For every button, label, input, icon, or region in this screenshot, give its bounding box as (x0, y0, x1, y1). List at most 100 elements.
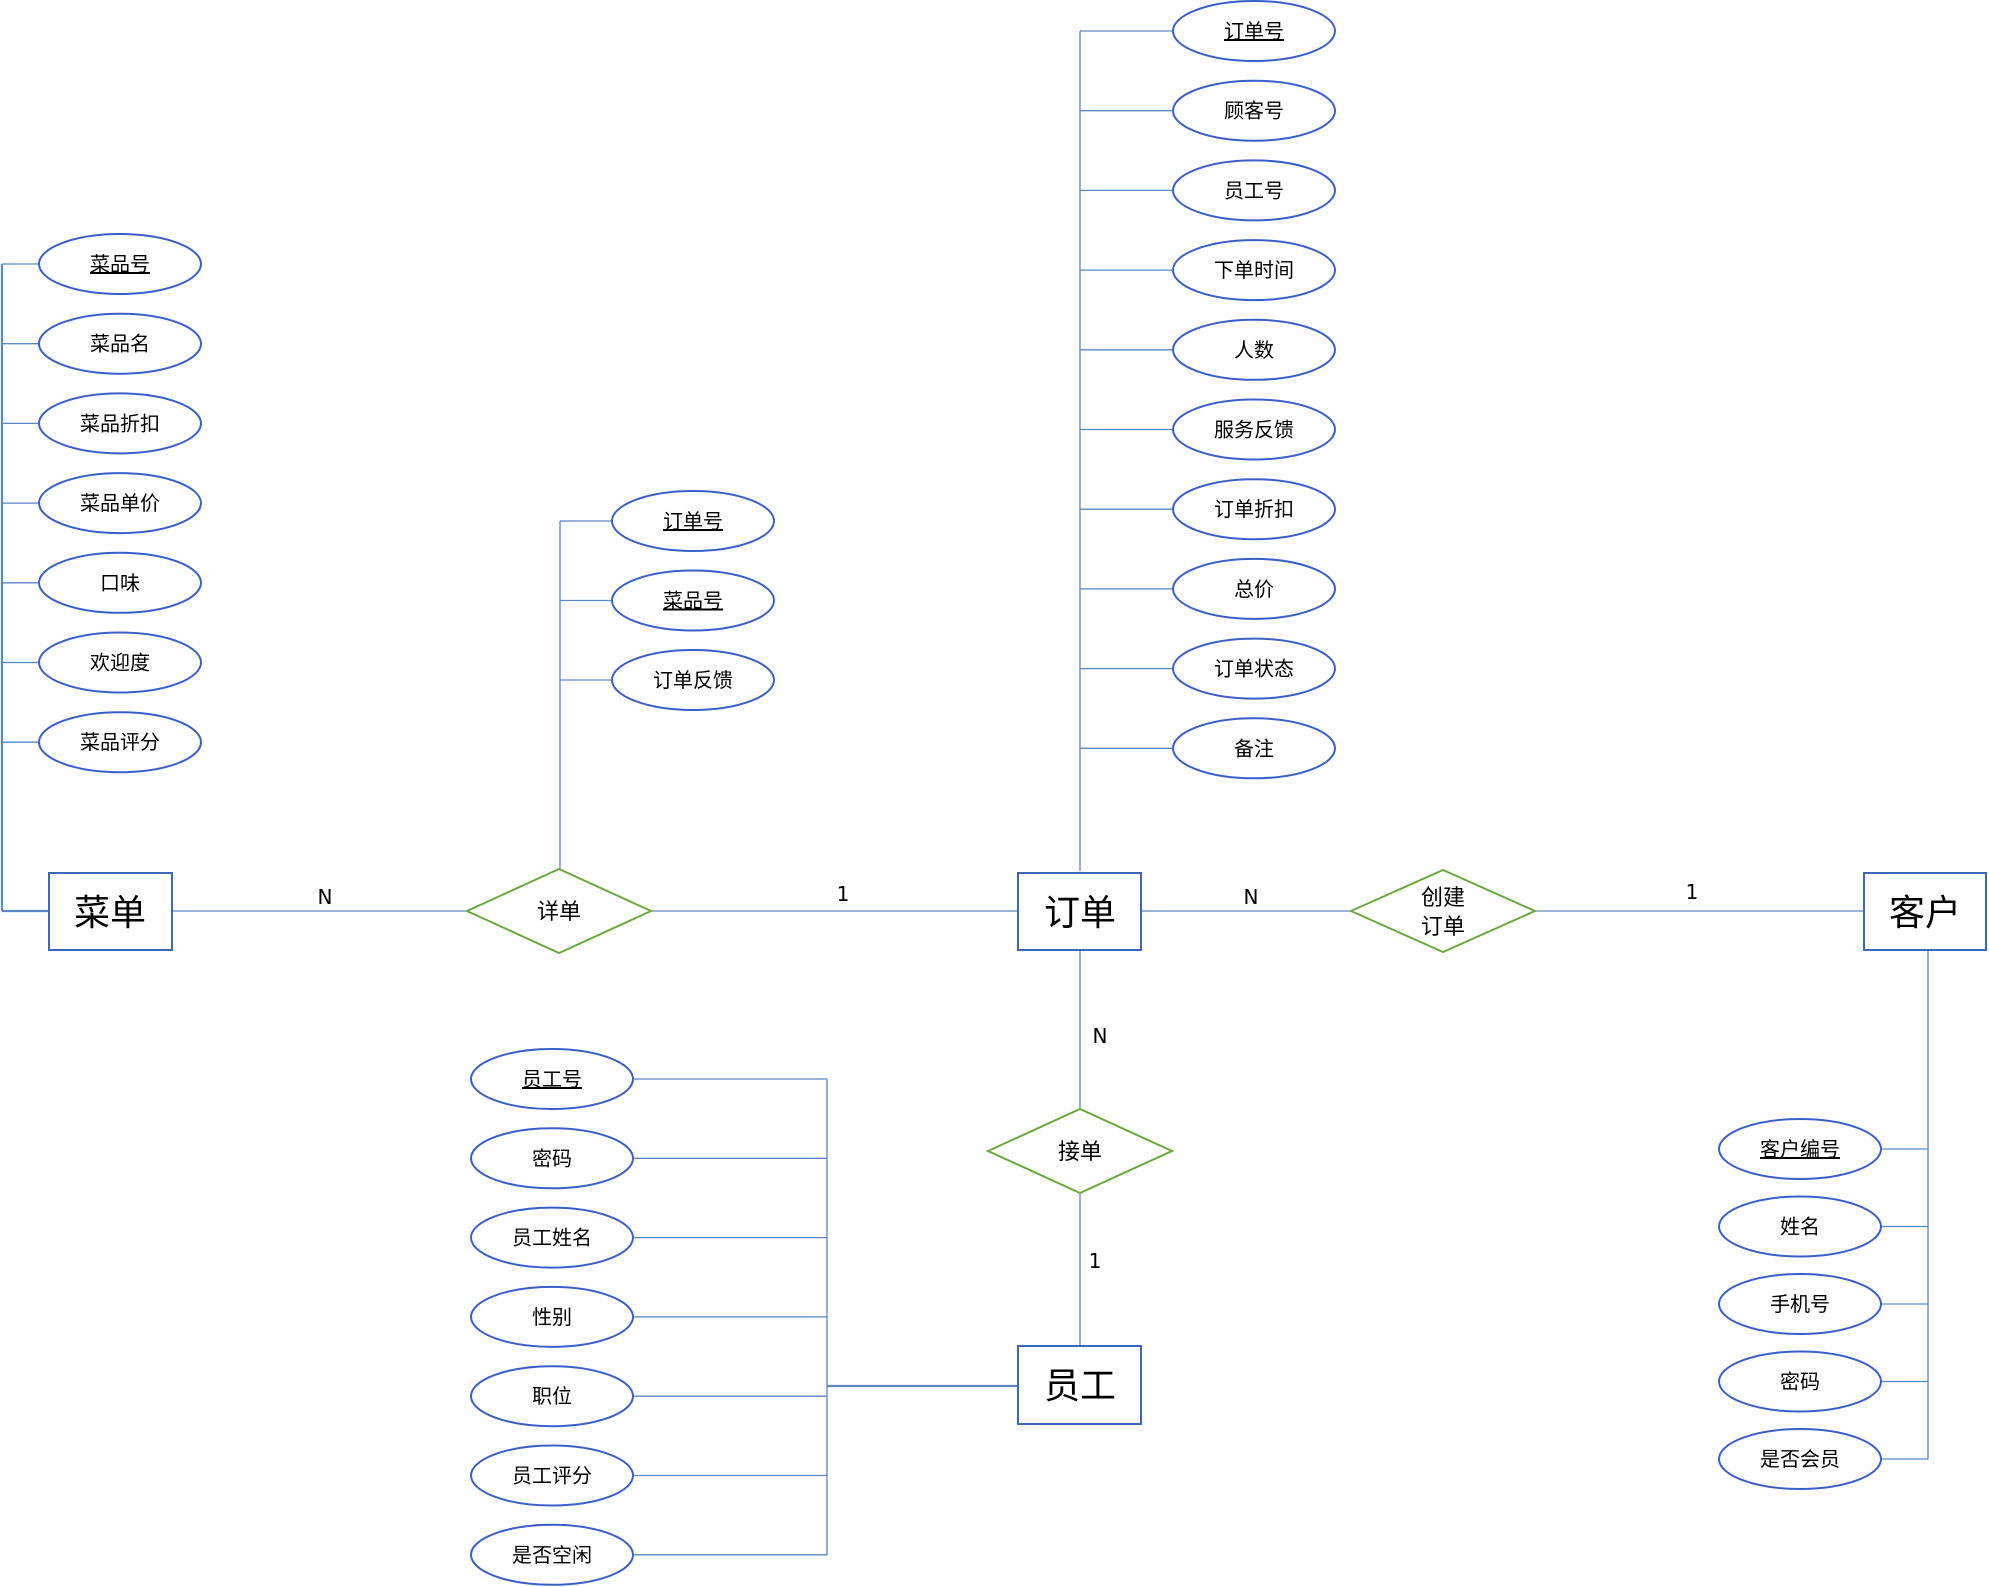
staff-attribute[interactable]: 性别 (470, 1285, 634, 1348)
menu-attribute-oval (38, 551, 202, 614)
order-attribute-oval (1172, 159, 1336, 222)
order-attribute-oval (1172, 318, 1336, 381)
detail-attribute-oval (611, 569, 775, 632)
menu-attribute-label: 菜品号 (90, 252, 150, 276)
relationship-create-order-label-1: 创建 (1421, 886, 1465, 911)
relationship-create-order-label-2: 订单 (1421, 915, 1465, 940)
detail-attribute-label: 订单反馈 (653, 668, 733, 692)
entity-order[interactable]: 订单 (1017, 872, 1142, 951)
customer-attribute[interactable]: 手机号 (1718, 1273, 1882, 1335)
customer-attribute-label: 姓名 (1780, 1215, 1820, 1239)
order-attribute[interactable]: 订单状态 (1172, 637, 1336, 700)
menu-attribute-oval (38, 711, 202, 774)
customer-attribute-label: 是否会员 (1760, 1447, 1840, 1471)
entity-customer[interactable]: 客户 (1863, 872, 1987, 951)
menu-attribute-label: 菜品名 (90, 332, 150, 356)
detail-attribute[interactable]: 菜品号 (611, 569, 775, 632)
staff-attribute-oval (470, 1285, 634, 1348)
relationship-detail-label: 详单 (537, 900, 581, 925)
staff-attribute[interactable]: 员工号 (470, 1048, 634, 1110)
menu-attribute[interactable]: 菜品评分 (38, 711, 202, 774)
detail-attribute-label: 菜品号 (663, 589, 723, 613)
order-attribute[interactable]: 人数 (1172, 318, 1336, 381)
staff-attribute[interactable]: 是否空闲 (470, 1523, 634, 1586)
order-attribute-oval (1172, 637, 1336, 700)
menu-attribute-oval (38, 233, 202, 295)
customer-attribute-oval (1718, 1428, 1882, 1490)
order-attribute-label: 订单状态 (1214, 657, 1294, 681)
staff-attribute-label: 密码 (532, 1146, 572, 1170)
menu-attribute-oval (38, 472, 202, 535)
staff-attribute-oval (470, 1048, 634, 1110)
order-attribute-label: 人数 (1234, 338, 1274, 362)
customer-attribute-label: 密码 (1780, 1370, 1820, 1394)
staff-attribute[interactable]: 员工姓名 (470, 1206, 634, 1269)
customer-attribute-label: 客户编号 (1760, 1137, 1840, 1161)
order-attribute-label: 订单号 (1224, 19, 1284, 43)
order-attribute[interactable]: 总价 (1172, 557, 1336, 620)
staff-attribute[interactable]: 职位 (470, 1365, 634, 1428)
menu-attribute-label: 欢迎度 (90, 651, 150, 675)
staff-attribute-label: 员工号 (522, 1067, 582, 1091)
menu-attribute-label: 口味 (100, 571, 140, 595)
relationship-detail[interactable]: 详单 (464, 867, 654, 955)
customer-attribute-oval (1718, 1273, 1882, 1335)
menu-attribute-label: 菜品评分 (80, 730, 160, 754)
customer-attribute[interactable]: 客户编号 (1718, 1118, 1882, 1180)
customer-attribute[interactable]: 姓名 (1718, 1195, 1882, 1258)
detail-attribute[interactable]: 订单反馈 (611, 649, 775, 711)
cardinality-take-staff: 1 (1089, 1249, 1102, 1273)
order-attribute-label: 备注 (1234, 736, 1274, 760)
order-attribute-oval (1172, 0, 1336, 62)
order-attribute-label: 顾客号 (1224, 99, 1284, 123)
customer-attribute[interactable]: 是否会员 (1718, 1428, 1882, 1490)
staff-attribute-label: 职位 (532, 1384, 572, 1408)
detail-attribute[interactable]: 订单号 (611, 490, 775, 552)
order-attribute[interactable]: 员工号 (1172, 159, 1336, 222)
menu-attribute[interactable]: 欢迎度 (38, 631, 202, 694)
staff-attribute-label: 是否空闲 (512, 1543, 592, 1567)
customer-attribute-label: 手机号 (1770, 1292, 1830, 1316)
menu-attribute-oval (38, 631, 202, 694)
order-attribute-oval (1172, 717, 1336, 780)
customer-attribute-oval (1718, 1195, 1882, 1258)
cardinality-order-create: N (1244, 885, 1259, 909)
order-attribute[interactable]: 订单号 (1172, 0, 1336, 62)
staff-attribute[interactable]: 员工评分 (470, 1444, 634, 1507)
menu-attribute-oval (38, 312, 202, 375)
order-attribute-label: 总价 (1234, 577, 1274, 601)
order-attribute[interactable]: 备注 (1172, 717, 1336, 780)
attribute-ovals: 菜品号菜品名菜品折扣菜品单价口味欢迎度菜品评分订单号菜品号订单反馈订单号顾客号员… (38, 0, 1882, 1586)
relationship-take-order[interactable]: 接单 (985, 1107, 1175, 1195)
entity-staff-label: 员工 (1044, 1366, 1116, 1407)
entity-menu[interactable]: 菜单 (48, 872, 173, 951)
customer-attribute-oval (1718, 1118, 1882, 1180)
entity-menu-label: 菜单 (74, 893, 146, 934)
menu-attribute[interactable]: 菜品单价 (38, 472, 202, 535)
entity-order-label: 订单 (1044, 893, 1116, 934)
customer-attribute[interactable]: 密码 (1718, 1350, 1882, 1413)
customer-attribute-oval (1718, 1350, 1882, 1413)
menu-attribute-label: 菜品单价 (80, 491, 160, 515)
menu-attribute[interactable]: 口味 (38, 551, 202, 614)
staff-attribute-label: 性别 (532, 1305, 572, 1329)
staff-attribute-label: 员工评分 (512, 1464, 592, 1488)
order-attribute[interactable]: 订单折扣 (1172, 478, 1336, 541)
order-attribute[interactable]: 服务反馈 (1172, 398, 1336, 461)
order-attribute[interactable]: 下单时间 (1172, 239, 1336, 302)
menu-attribute[interactable]: 菜品号 (38, 233, 202, 295)
staff-attribute[interactable]: 密码 (470, 1127, 634, 1190)
entity-staff[interactable]: 员工 (1017, 1345, 1142, 1425)
menu-attribute[interactable]: 菜品折扣 (38, 392, 202, 455)
detail-attribute-label: 订单号 (663, 509, 723, 533)
relationship-create-order[interactable]: 创建 订单 (1348, 868, 1538, 954)
relationship-take-order-label: 接单 (1058, 1140, 1102, 1165)
order-attribute[interactable]: 顾客号 (1172, 79, 1336, 142)
cardinality-detail-order: 1 (837, 882, 850, 906)
staff-attribute-label: 员工姓名 (512, 1226, 592, 1250)
staff-attribute-oval (470, 1444, 634, 1507)
menu-attribute[interactable]: 菜品名 (38, 312, 202, 375)
cardinality-create-customer: 1 (1686, 880, 1699, 904)
entity-customer-label: 客户 (1889, 893, 1961, 934)
